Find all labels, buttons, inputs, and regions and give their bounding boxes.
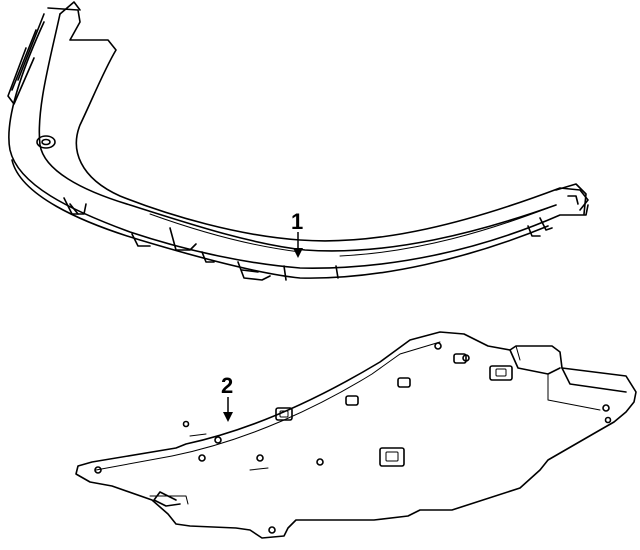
callout-2-label: 2: [221, 373, 233, 398]
part-1-reinforcement: [7, 1, 589, 281]
callout-1-arrowhead: [293, 248, 303, 258]
part-2-splash-shield: [75, 331, 637, 539]
callout-2-arrowhead: [223, 412, 233, 422]
callout-1-label: 1: [291, 209, 303, 234]
callout-1: 1: [291, 209, 303, 258]
callout-2: 2: [221, 373, 233, 422]
